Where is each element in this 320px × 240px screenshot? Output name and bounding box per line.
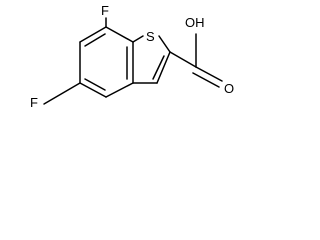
atom-label-f-top: F bbox=[101, 3, 109, 18]
bond-s-c2 bbox=[158, 35, 171, 53]
bond-c6-c7 bbox=[79, 26, 107, 43]
atom-label-o: O bbox=[224, 81, 234, 96]
bond-c4-c5-inner bbox=[84, 78, 106, 91]
bond-c6-c7-inner bbox=[84, 33, 106, 47]
bond-c2-c3 bbox=[156, 51, 171, 84]
bond-c4-c5 bbox=[79, 82, 107, 98]
bond-c5-f bbox=[43, 82, 81, 105]
bond-c2-cacid bbox=[169, 51, 197, 68]
molecule-structure-diagram: F F S OH O bbox=[30, 3, 234, 110]
atom-label-f-bottom: F bbox=[30, 95, 38, 110]
bond-cacid-o-2 bbox=[192, 72, 220, 88]
bond-c7-c7a bbox=[105, 26, 134, 43]
bond-cacid-o-1 bbox=[195, 66, 223, 82]
bond-c7a-s bbox=[132, 35, 144, 43]
bond-c3a-c4 bbox=[105, 82, 134, 98]
atom-label-oh: OH bbox=[185, 15, 205, 30]
bond-c2-c3-inner bbox=[152, 55, 165, 80]
atom-label-s: S bbox=[146, 29, 155, 44]
